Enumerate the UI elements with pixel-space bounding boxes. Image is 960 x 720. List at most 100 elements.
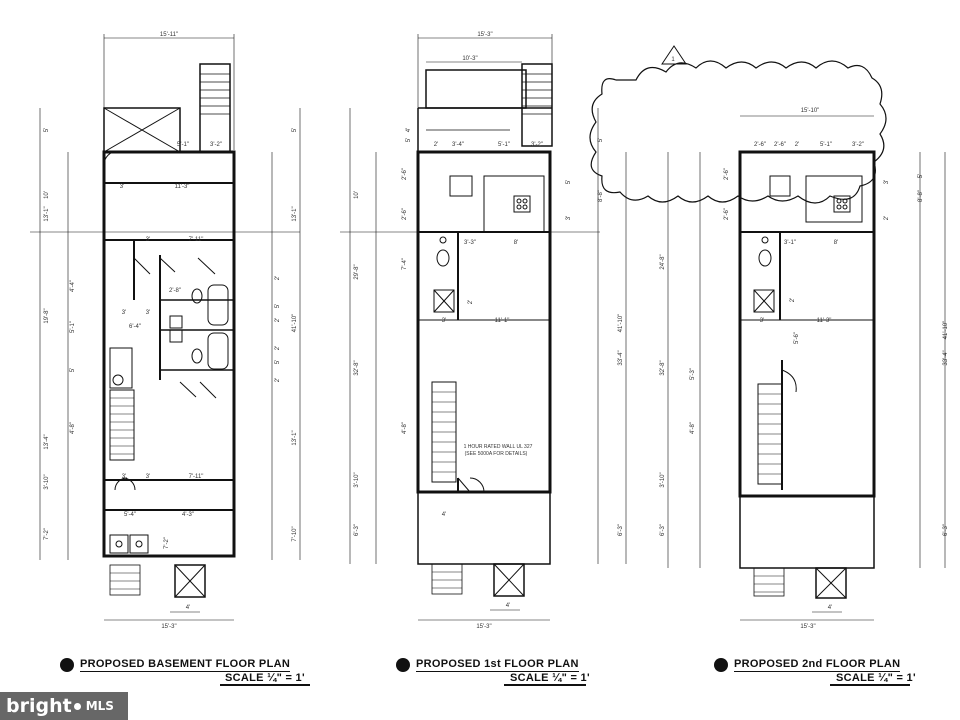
dimension-label: 7'-4" bbox=[402, 258, 408, 270]
dimension-label: 10' bbox=[44, 191, 50, 199]
dimension-label: 41'-10" bbox=[292, 314, 298, 333]
watermark-brand: bright bbox=[6, 695, 72, 717]
dimension-label: 32'-8" bbox=[354, 360, 360, 375]
dimension-label: 2'-8" bbox=[169, 288, 181, 294]
dimension-label: 6'-3" bbox=[354, 524, 360, 536]
dimension-label: 6'-3" bbox=[660, 524, 666, 536]
dimension-label: 3' bbox=[120, 184, 124, 190]
dimension-label: 3' bbox=[760, 318, 764, 324]
dimension-label: 3'-2" bbox=[531, 142, 543, 148]
dimension-label: 5' bbox=[598, 138, 604, 142]
dimension-label: 2' bbox=[275, 276, 281, 280]
plan-title-block: PROPOSED 1st FLOOR PLAN SCALE ¼" = 1' bbox=[396, 656, 596, 696]
plan-scale: SCALE ¼" = 1' bbox=[225, 672, 305, 684]
dimension-label: 3' bbox=[442, 318, 446, 324]
dimension-label: 5'-3" bbox=[690, 368, 696, 380]
dimension-label: 5' bbox=[566, 180, 572, 184]
dimension-label: 2'-6" bbox=[402, 168, 408, 180]
dimension-label: 3' bbox=[122, 474, 126, 480]
dimension-label: 6'-4" bbox=[129, 324, 141, 330]
dimension-label: 13'-1" bbox=[292, 206, 298, 221]
title-underline bbox=[830, 684, 910, 686]
dimension-label: 4'-4" bbox=[70, 280, 76, 292]
dimension-label: 3'-1" bbox=[784, 240, 796, 246]
dimension-label: 6'-3" bbox=[943, 524, 949, 536]
dimension-label: 7'-10" bbox=[292, 526, 298, 541]
dimension-label: 2'-6" bbox=[724, 208, 730, 220]
dimension-label: 8' bbox=[834, 240, 838, 246]
plan-title: PROPOSED 2nd FLOOR PLAN bbox=[734, 658, 901, 672]
dimension-label: 2'-6" bbox=[774, 142, 786, 148]
dimension-label: 3' bbox=[122, 310, 126, 316]
dimension-label: 4'-8" bbox=[690, 422, 696, 434]
dimension-label: 3'-10" bbox=[354, 472, 360, 487]
dimension-label: 5' bbox=[44, 128, 50, 132]
dimension-label: 3' bbox=[146, 310, 150, 316]
plan-title: PROPOSED 1st FLOOR PLAN bbox=[416, 658, 579, 672]
dimension-label: 4' bbox=[442, 512, 446, 518]
first-floor-plan bbox=[340, 34, 627, 621]
dimension-label: 5'-4" bbox=[124, 512, 136, 518]
dimension-label: 15'-3" bbox=[476, 624, 491, 630]
dimension-label: 3' bbox=[884, 180, 890, 184]
dimension-label: (SEE 5000A FOR DETAILS) bbox=[465, 451, 528, 457]
dimension-label: 2' bbox=[790, 298, 796, 302]
dimension-label: 3'-2" bbox=[852, 142, 864, 148]
dimension-label: 32'-8" bbox=[660, 360, 666, 375]
dimension-label: 4' bbox=[186, 605, 190, 611]
plan-scale: SCALE ¼" = 1' bbox=[836, 672, 916, 684]
title-bullet-icon bbox=[396, 658, 410, 672]
plan-title-block: PROPOSED 2nd FLOOR PLAN SCALE ¼" = 1' bbox=[714, 656, 916, 696]
dimension-label: 5' bbox=[292, 128, 298, 132]
dimension-label: 15'-10" bbox=[801, 108, 820, 114]
dimension-label: 1 HOUR RATED WALL UL 327 bbox=[464, 444, 533, 450]
title-bullet-icon bbox=[714, 658, 728, 672]
second-floor-plan bbox=[589, 45, 946, 621]
dimension-label: 15'-3" bbox=[800, 624, 815, 630]
dimension-label: 4'-8" bbox=[70, 422, 76, 434]
dimension-label: 3'-3" bbox=[464, 240, 476, 246]
dimension-label: 5' bbox=[275, 304, 281, 308]
dimension-label: 13'-4" bbox=[44, 434, 50, 449]
dimension-label: 1 bbox=[671, 57, 675, 63]
dimension-label: 4' bbox=[828, 605, 832, 611]
dimension-label: 2' bbox=[795, 142, 799, 148]
dimension-label: 41'-10" bbox=[618, 314, 624, 333]
dimension-label: 5' bbox=[406, 138, 412, 142]
dimension-label: 5' bbox=[918, 174, 924, 178]
dimension-label: 2'-6" bbox=[724, 168, 730, 180]
dimension-label: 4' bbox=[506, 603, 510, 609]
title-underline bbox=[504, 684, 586, 686]
dimension-label: 29'-8" bbox=[354, 264, 360, 279]
dimension-label: 3' bbox=[146, 237, 150, 243]
dimension-label: 10'-3" bbox=[462, 56, 477, 62]
dimension-label: 15'-11" bbox=[160, 32, 178, 38]
dimension-label: 2'-6" bbox=[754, 142, 766, 148]
dimension-label: 11'-3" bbox=[817, 318, 832, 324]
dimension-label: 4' bbox=[406, 128, 412, 132]
dimension-label: 4'-3" bbox=[182, 512, 194, 518]
dimension-label: 33'-4" bbox=[618, 350, 624, 365]
dimension-label: 2' bbox=[468, 300, 474, 304]
title-underline bbox=[220, 684, 310, 686]
plan-scale: SCALE ¼" = 1' bbox=[510, 672, 590, 684]
dimension-label: 4'-8" bbox=[402, 422, 408, 434]
dimension-label: 7'-2" bbox=[44, 528, 50, 540]
dimension-label: 15'-3" bbox=[161, 624, 176, 630]
dimension-label: 11'-3" bbox=[175, 184, 190, 190]
mls-watermark: bright MLS bbox=[0, 692, 128, 720]
dimension-label: 2' bbox=[275, 378, 281, 382]
dimension-label: 8'-8" bbox=[918, 190, 924, 202]
dimension-label: 7'-11" bbox=[189, 237, 204, 243]
dimension-label: 5' bbox=[70, 368, 76, 372]
dimension-label: 7'-11" bbox=[189, 474, 204, 480]
dimension-label: 2' bbox=[275, 318, 281, 322]
dimension-label: 41'-10" bbox=[943, 321, 949, 340]
dimension-label: 3'-10" bbox=[44, 474, 50, 489]
dimension-label: 5'-1" bbox=[177, 142, 189, 148]
plan-title: PROPOSED BASEMENT FLOOR PLAN bbox=[80, 658, 291, 672]
dimension-label: 2' bbox=[434, 142, 438, 148]
dimension-label: 7'-2" bbox=[164, 537, 170, 549]
watermark-dot-icon bbox=[73, 702, 81, 710]
